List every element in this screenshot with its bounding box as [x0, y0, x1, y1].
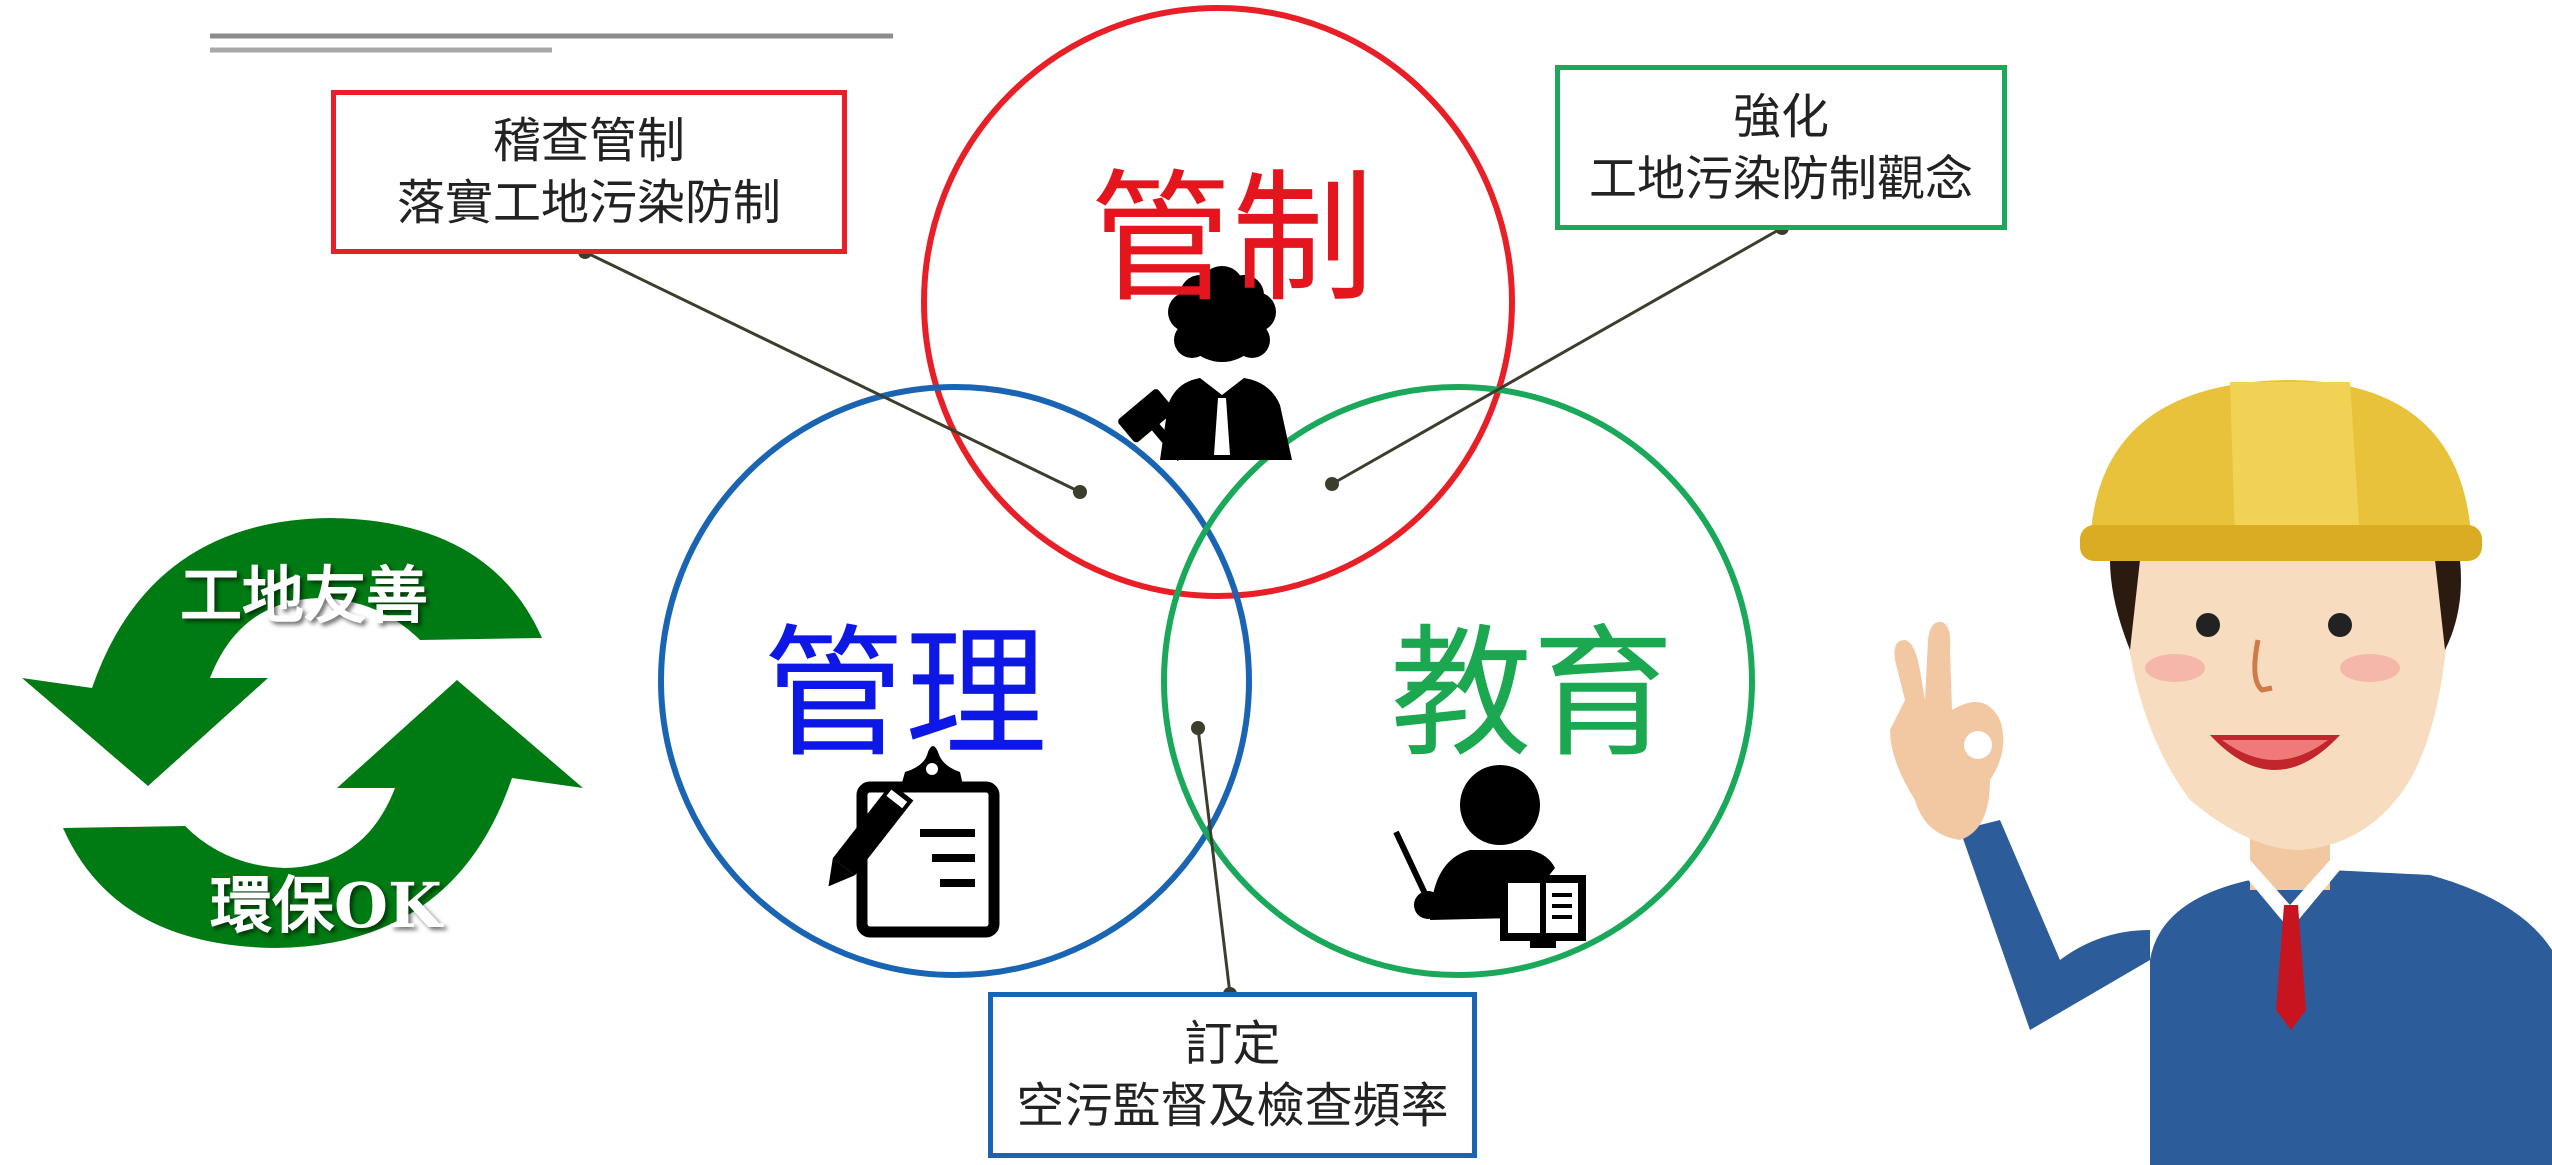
header-lines	[210, 33, 893, 53]
control-callout-line1: 稽查管制	[492, 113, 685, 169]
management-circle	[658, 384, 1252, 978]
education-callout-line1: 強化	[1732, 88, 1829, 145]
control-callout: 稽查管制 落實工地污染防制	[331, 90, 847, 254]
connector-lines	[584, 226, 1783, 995]
recycle-arrows-icon	[22, 518, 583, 948]
education-circle	[1161, 384, 1755, 978]
management-callout-line1: 訂定	[1184, 1016, 1281, 1072]
education-callout-line2: 工地污染防制觀念	[1588, 150, 1973, 207]
management-title: 管理	[763, 612, 1047, 777]
cycle-bottom-text: 環保OK	[210, 869, 442, 942]
management-callout-line2: 空污監督及檢查頻率	[1016, 1078, 1449, 1134]
cycle-top-text: 工地友善	[180, 559, 429, 632]
education-title: 教育	[1390, 612, 1674, 777]
control-callout-line2: 落實工地污染防制	[396, 175, 781, 231]
teacher-icon	[1393, 765, 1586, 948]
venn-circles	[658, 5, 1755, 978]
management-callout: 訂定 空污監督及檢查頻率	[988, 992, 1477, 1158]
control-circle	[921, 5, 1515, 599]
control-title: 管制	[1090, 157, 1374, 322]
judge-icon	[1118, 266, 1292, 462]
construction-worker-ok-icon	[1890, 380, 2552, 1165]
education-callout: 強化 工地污染防制觀念	[1555, 65, 2007, 230]
clipboard-icon	[828, 746, 1000, 938]
